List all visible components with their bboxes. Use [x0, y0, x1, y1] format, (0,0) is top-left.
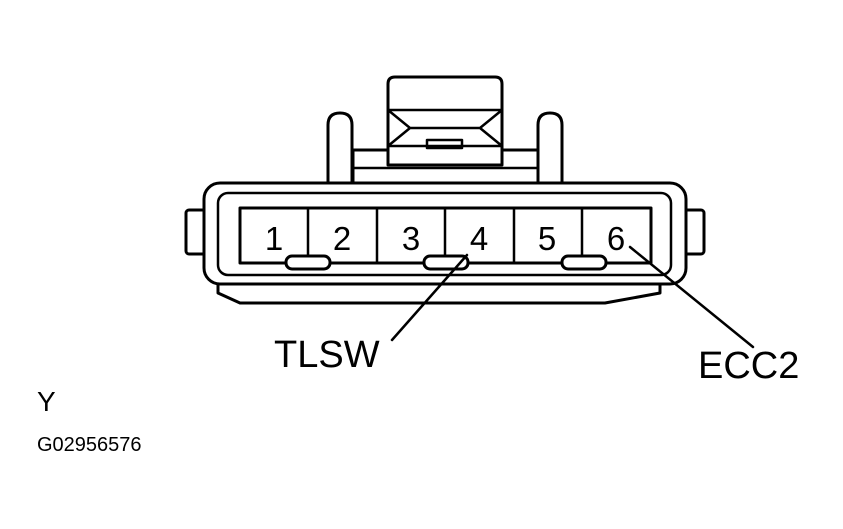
key-bump-3: [560, 254, 608, 271]
leader-line-tlsw: [390, 253, 469, 342]
pin-number-2: 2: [333, 220, 351, 257]
callout-tlsw: TLSW: [274, 334, 380, 376]
callout-ecc2: ECC2: [698, 345, 799, 387]
leader-line-ecc2: [628, 245, 755, 349]
wire-color-label: Y: [37, 386, 56, 417]
pin-number-1: 1: [265, 220, 283, 257]
locking-tab: [386, 75, 504, 167]
key-bump-1: [284, 254, 332, 271]
pin-number-5: 5: [538, 220, 556, 257]
pin-number-4: 4: [470, 220, 488, 257]
locking-tab-latch: [425, 138, 464, 150]
pin-number-6: 6: [607, 220, 625, 257]
figure-code: G02956576: [37, 434, 142, 456]
right-guide-post: [536, 111, 564, 194]
locking-tab-inner-frame: [386, 108, 504, 148]
connector-body-inner: [216, 191, 673, 277]
pin-cavity-dividers: [306, 206, 584, 265]
left-guide-post: [326, 111, 354, 194]
pin-number-3: 3: [402, 220, 420, 257]
